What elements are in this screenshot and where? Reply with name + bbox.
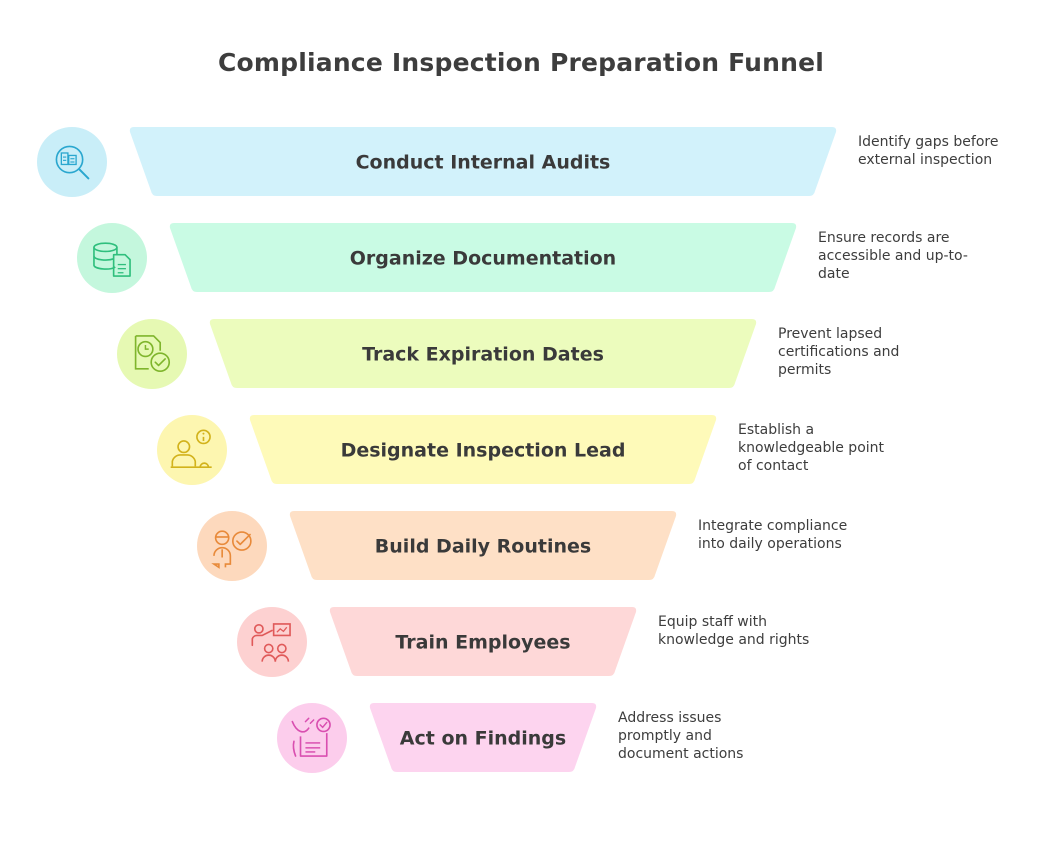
stage-description: Equip staff with knowledge and rights	[658, 614, 810, 648]
worker-checkmark-icon	[197, 511, 267, 581]
stage-label: Designate Inspection Lead	[341, 440, 626, 462]
stage-label: Conduct Internal Audits	[356, 152, 611, 174]
stage-description: Prevent lapsed certifications and permit…	[778, 326, 900, 378]
icon-circle	[157, 415, 227, 485]
stage-label: Track Expiration Dates	[362, 344, 604, 366]
funnel-stage: Designate Inspection Lead	[157, 415, 717, 485]
funnel-stage: Act on Findings	[277, 703, 597, 773]
stage-label: Train Employees	[395, 632, 570, 654]
person-info-icon	[157, 415, 227, 485]
icon-circle	[197, 511, 267, 581]
stage-label: Act on Findings	[400, 728, 566, 750]
icon-circle	[277, 703, 347, 773]
funnel-stage: Conduct Internal Audits	[37, 127, 837, 197]
funnel-stage: Track Expiration Dates	[117, 319, 757, 389]
icon-circle	[77, 223, 147, 293]
stage-band	[129, 127, 837, 196]
stage-description: Address issues promptly and document act…	[618, 710, 744, 762]
stage-band	[289, 511, 677, 580]
page-title: Compliance Inspection Preparation Funnel	[217, 48, 825, 77]
stage-description: Ensure records are accessible and up-to-…	[818, 230, 968, 282]
funnel-stage: Organize Documentation	[77, 223, 797, 293]
checklist-hand-icon	[277, 703, 347, 773]
stage-description: Establish a knowledgeable point of conta…	[738, 422, 885, 474]
stage-band	[209, 319, 757, 388]
stage-band	[369, 703, 597, 772]
stage-description: Identify gaps before external inspection	[858, 134, 999, 168]
funnel-stage: Train Employees	[237, 607, 637, 677]
funnel-stage: Build Daily Routines	[197, 511, 677, 581]
database-document-icon	[77, 223, 147, 293]
stage-band	[169, 223, 797, 292]
icon-circle	[237, 607, 307, 677]
stage-label: Organize Documentation	[350, 248, 616, 270]
clock-check-document-icon	[117, 319, 187, 389]
stage-band	[329, 607, 637, 676]
training-presentation-icon	[237, 607, 307, 677]
stage-band	[249, 415, 717, 484]
stage-label: Build Daily Routines	[375, 536, 591, 558]
stage-description: Integrate compliance into daily operatio…	[698, 518, 848, 552]
audit-magnifier-icon	[37, 127, 107, 197]
